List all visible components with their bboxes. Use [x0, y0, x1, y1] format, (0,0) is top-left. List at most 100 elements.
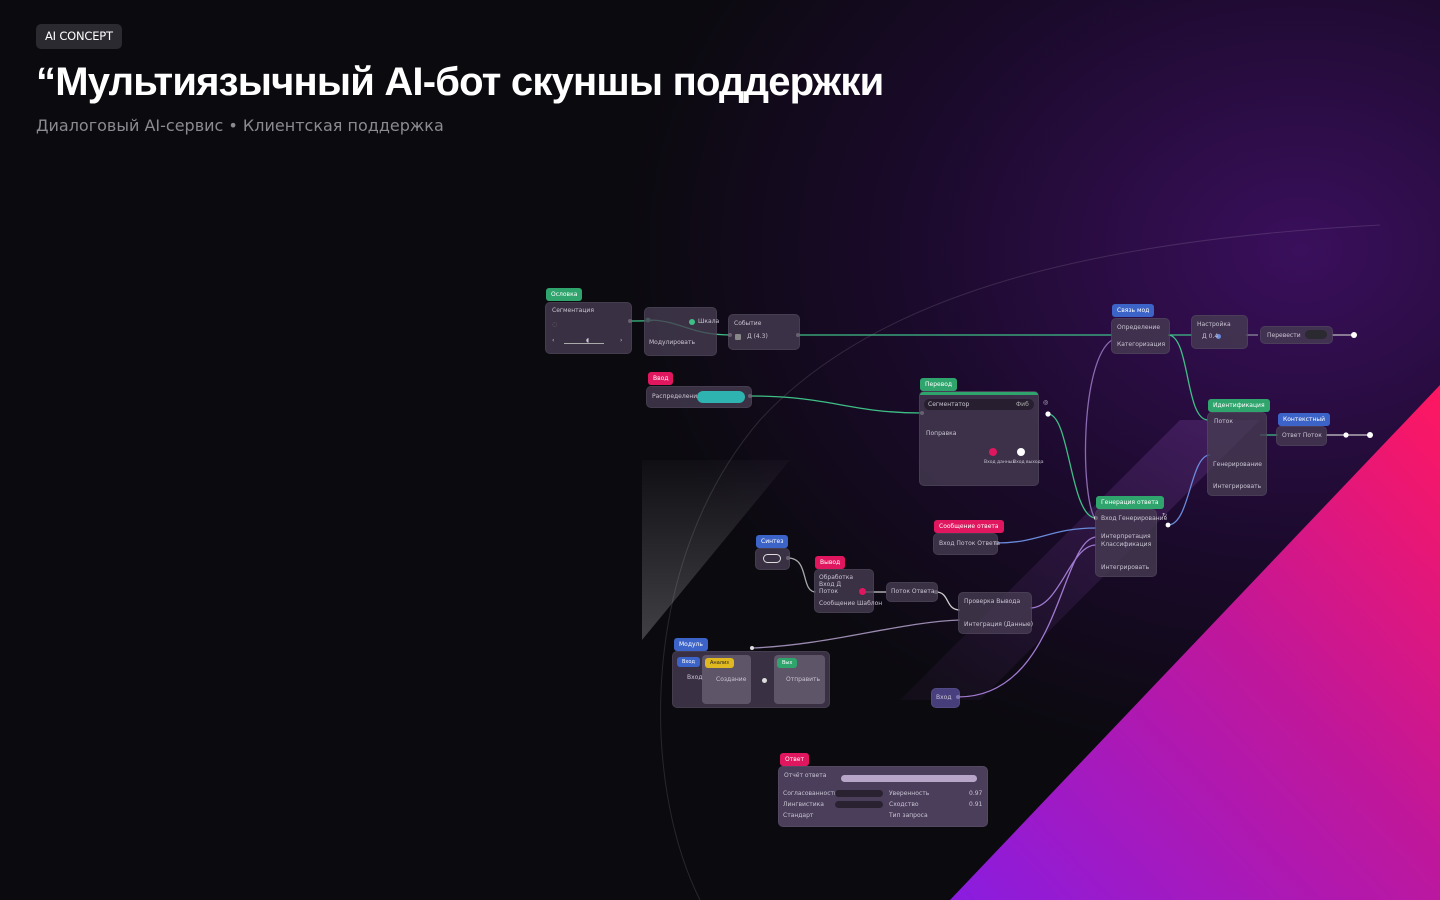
page-subtitle: Диалоговый AI-сервис • Клиентская поддер…	[36, 116, 444, 135]
report-table: Согласованность Уверенность 0.97 Лингвис…	[783, 789, 983, 822]
response-message-node[interactable]: Вход Поток Ответа	[933, 533, 1000, 555]
row-cell: Лингвистика	[783, 801, 824, 808]
node-label: Сегментатор	[928, 401, 970, 408]
chevron-left-icon[interactable]: ‹	[552, 337, 555, 344]
node-line: Генерирование	[1213, 461, 1262, 468]
row-bar	[835, 790, 883, 797]
output-dot[interactable]	[1017, 448, 1025, 456]
row-cell: Сходство	[889, 801, 919, 808]
table-row: Согласованность Уверенность 0.97	[783, 789, 983, 800]
node-line: Интерпретация Классификация	[1101, 533, 1152, 548]
node-badge: Фиб	[1016, 401, 1029, 408]
node-mini-label: Шкала	[698, 318, 720, 325]
row-cell: Уверенность	[889, 790, 930, 797]
module-node[interactable]: Вход Вход Анализ Создание Вых Отправить	[672, 651, 830, 708]
table-row: Лингвистика Сходство 0.91	[783, 800, 983, 811]
toggle[interactable]	[763, 554, 781, 563]
input-dot[interactable]	[989, 448, 997, 456]
slider-track[interactable]	[564, 343, 604, 344]
modulate-node[interactable]: Шкала Модулировать	[644, 307, 720, 356]
page-title: “Мультиязычный AI-бот скуншы поддержки	[36, 60, 884, 104]
progress-bar	[841, 775, 977, 782]
output-check-node[interactable]: Проверка Вывода Интеграция (Данные)	[958, 592, 1034, 634]
node-value: Д (4.3)	[747, 333, 768, 340]
segmentor-node[interactable]: Сегментатор Фиб Поправка Вход данных Вхо…	[919, 391, 1044, 486]
refresh-icon[interactable]: ↻	[1162, 512, 1168, 519]
definition-node[interactable]: Определение Категоризация	[1111, 318, 1170, 354]
node-line: Обработка Вход Д Поток	[819, 574, 854, 595]
node-tag: Ответ	[780, 753, 809, 766]
output-node[interactable]: Обработка Вход Д Поток Сообщение Шаблон	[814, 569, 882, 613]
connector-dot[interactable]	[762, 678, 767, 683]
node-line: Проверка Вывода	[964, 598, 1021, 605]
translate-node[interactable]: Перевести	[1260, 326, 1333, 344]
dot-label: Вход данных	[984, 460, 1016, 465]
lock-icon[interactable]: ◎	[1043, 399, 1049, 406]
chevron-right-icon[interactable]: ›	[620, 337, 623, 344]
node-line: Вход Генерирование	[1101, 515, 1168, 522]
node-tag: Перевод	[920, 378, 958, 391]
node-line: Интеграция (Данные)	[964, 621, 1034, 628]
chip[interactable]: Анализ	[705, 658, 734, 668]
node-label: Сегментация	[552, 307, 594, 314]
node-label: Распределение	[652, 393, 701, 400]
node-value: Д 0.4	[1202, 333, 1219, 340]
row-cell: 0.97	[969, 790, 983, 797]
response-flow-node[interactable]: Поток Ответа	[886, 582, 938, 602]
node-tag: Модуль	[674, 638, 708, 651]
node-tag: Генерация ответа	[1096, 496, 1164, 509]
node-label: Перевести	[1267, 332, 1301, 339]
table-row: Стандарт Тип запроса	[783, 811, 983, 822]
row-cell: Тип запроса	[889, 812, 928, 819]
node-label: Вход	[936, 694, 952, 701]
row-bar	[835, 801, 883, 808]
identification-node[interactable]: Поток Генерирование Интегрировать	[1207, 412, 1267, 496]
node-tag: Контекстный	[1278, 413, 1331, 426]
synthesis-node[interactable]	[755, 548, 790, 570]
response-report-node[interactable]: Отчёт ответа Согласованность Уверенность…	[778, 766, 988, 827]
node-accent	[920, 392, 1038, 395]
checkbox-icon[interactable]	[735, 334, 741, 340]
create-card[interactable]: Анализ Создание	[702, 655, 751, 704]
node-tag: Связь мод	[1112, 304, 1155, 317]
input-node[interactable]: Вход	[931, 688, 960, 708]
chip[interactable]: Вход	[677, 657, 700, 667]
dot-label: Вход выхода	[1013, 460, 1044, 465]
node-line: Интегрировать	[1213, 483, 1262, 490]
node-tag: Вывод	[815, 556, 846, 569]
node-sublabel: Поправка	[926, 430, 957, 437]
chip[interactable]: Вых	[777, 658, 798, 668]
node-tag: Синтез	[756, 535, 789, 548]
settings-node[interactable]: Настройка Д 0.4	[1191, 315, 1248, 349]
response-generation-node[interactable]: Вход Генерирование Интерпретация Классиф…	[1095, 509, 1167, 577]
category-badge: AI CONCEPT	[36, 24, 122, 49]
row-cell: 0.91	[969, 801, 983, 808]
node-label: Вход Поток Ответа	[939, 540, 1000, 547]
status-dot	[1216, 334, 1221, 339]
node-label: Событие	[734, 320, 762, 327]
node-label: Ответ Поток	[1282, 432, 1322, 439]
node-label: Вход	[687, 674, 703, 681]
progress-bar	[697, 391, 745, 403]
node-label: Поток Ответа	[891, 588, 935, 595]
segmentation-node[interactable]: Сегментация ◌ ‹ ◖ ›	[545, 302, 632, 354]
node-label: Настройка	[1197, 321, 1231, 328]
node-line: Определение	[1117, 324, 1161, 331]
toggle[interactable]	[1305, 330, 1327, 339]
node-line: Интегрировать	[1101, 564, 1150, 571]
node-line: Поток	[1214, 418, 1233, 425]
node-label: Отчёт ответа	[784, 772, 827, 779]
node-line: Категоризация	[1117, 341, 1166, 348]
status-dot	[859, 588, 866, 595]
card-label: Отправить	[786, 676, 821, 683]
node-tag: Сообщение ответа	[934, 520, 1004, 533]
distribution-node[interactable]: Распределение	[646, 386, 752, 408]
send-card[interactable]: Вых Отправить	[774, 655, 825, 704]
input-field[interactable]	[924, 399, 1034, 410]
slider-thumb-icon[interactable]: ◖	[586, 337, 590, 344]
card-label: Создание	[716, 676, 747, 683]
event-node[interactable]: Событие Д (4.3)	[728, 314, 800, 350]
node-line: Сообщение Шаблон	[819, 600, 883, 607]
response-stream-node[interactable]: Ответ Поток	[1276, 426, 1327, 446]
